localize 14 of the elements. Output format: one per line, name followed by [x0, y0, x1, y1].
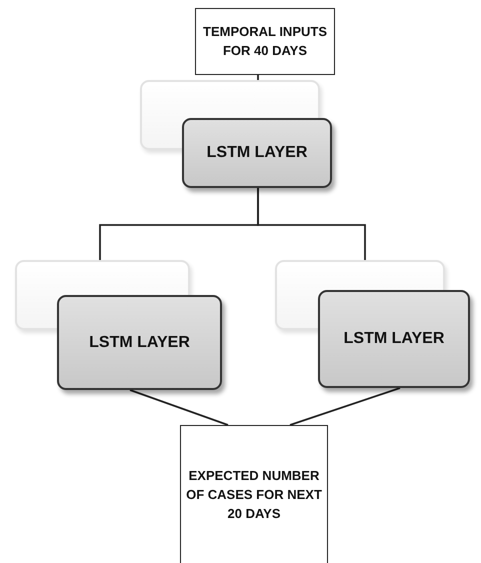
connector-line — [130, 389, 228, 426]
connector-line — [257, 75, 259, 80]
box-label: LSTM LAYER — [88, 332, 191, 353]
input-box — [195, 8, 335, 75]
box-label: TEMPORAL INPUTS FOR 40 DAYS — [202, 22, 328, 60]
connector-line — [257, 188, 366, 260]
box-label: LSTM LAYER — [342, 329, 446, 350]
box-label: EXPECTED NUMBER OF CASES FOR NEXT 20 DAYS — [185, 467, 323, 523]
box-label: LSTM LAYER — [206, 143, 308, 164]
output-box — [180, 425, 328, 563]
stacked-layer-box — [275, 260, 470, 388]
stacked-layer-box — [15, 260, 222, 390]
connector-line — [290, 387, 400, 426]
stacked-layer-box — [140, 80, 332, 188]
